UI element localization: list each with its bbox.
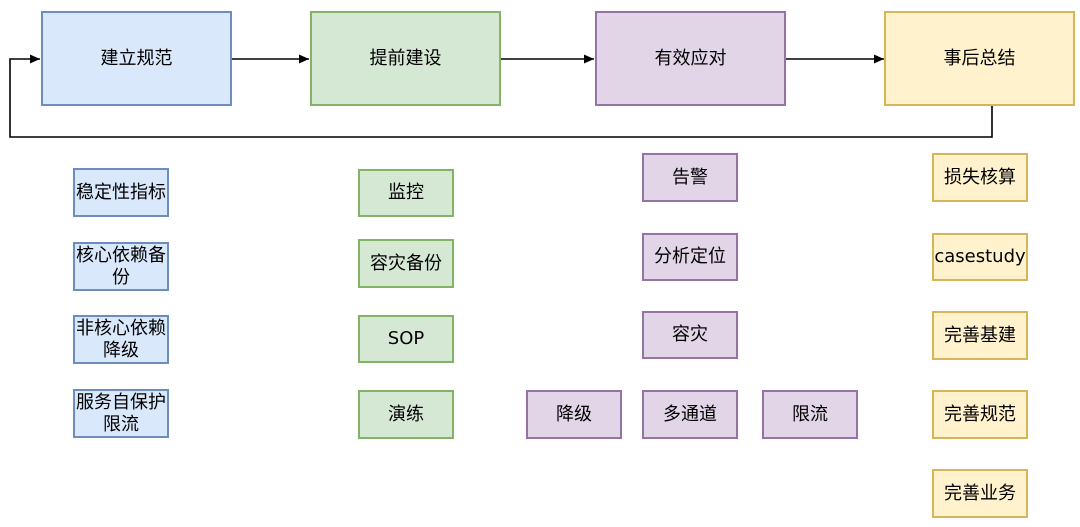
review-item: 损失核算 [932,153,1028,202]
construction-item: 容灾备份 [358,239,454,288]
response-item: 告警 [642,153,738,202]
construction-item: 监控 [358,169,454,217]
flow-step-label: 有效应对 [654,47,727,69]
review-item: 完善业务 [932,469,1028,518]
standards-item: 核心依赖备份 [73,242,169,291]
flow-step-label: 建立规范 [100,47,173,69]
response-action-item: 降级 [526,390,622,439]
standards-item: 服务自保护限流 [73,389,169,438]
construction-item: SOP [358,315,454,363]
response-action-item: 限流 [762,390,858,439]
review-item: 完善规范 [932,390,1028,439]
review-item: casestudy [932,233,1028,281]
flow-step-label: 事后总结 [943,47,1016,69]
standards-item: 稳定性指标 [73,168,169,217]
flow-step-label: 提前建设 [369,47,442,69]
flow-step-effective-response: 有效应对 [595,11,786,106]
construction-item: 演练 [358,390,454,439]
flow-step-post-review: 事后总结 [884,11,1075,106]
response-action-item: 多通道 [642,390,738,439]
standards-item: 非核心依赖降级 [73,315,169,364]
flow-step-establish-standards: 建立规范 [41,11,232,106]
review-item: 完善基建 [932,311,1028,360]
arrow-loop-back [9,54,993,138]
flow-step-advance-construction: 提前建设 [310,11,501,106]
response-item: 容灾 [642,311,738,359]
response-item: 分析定位 [642,233,738,281]
